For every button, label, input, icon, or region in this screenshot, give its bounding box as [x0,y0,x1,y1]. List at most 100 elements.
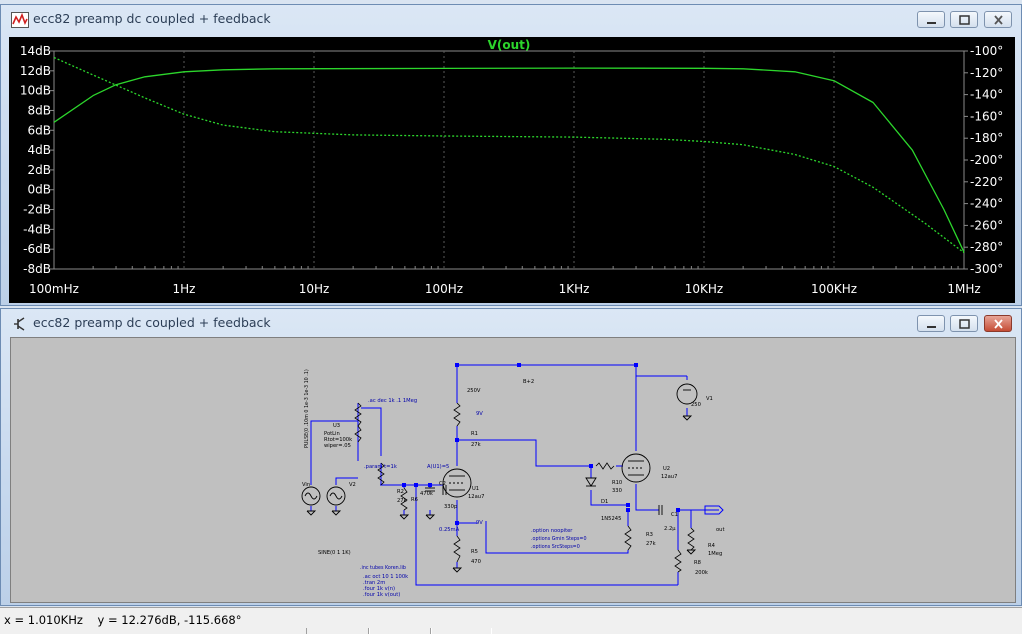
component-label[interactable]: .four 1k v(n) [363,586,395,592]
component-label[interactable]: .options Gmin Steps=0 [531,536,587,542]
plot-grid [50,50,968,270]
component-label[interactable]: 2.2µ [664,526,676,532]
plot-window-title: ecc82 preamp dc coupled + feedback [33,11,271,26]
component-label[interactable]: 12au7 [661,474,677,480]
component-label[interactable]: R8 [694,560,701,566]
component-label[interactable]: V1 [706,396,713,402]
y-left-tick-label: 4dB [28,143,51,157]
component-label[interactable]: 9V [476,520,483,526]
y-right-tick-label: -260° [970,218,1003,232]
trace-label[interactable]: V(out) [488,38,531,52]
component-label[interactable]: 0.25mA [439,527,460,533]
component-label[interactable]: 470 [471,559,481,565]
y-left-tick-label: 12dB [20,64,51,78]
y-right-tick-label: -120° [970,66,1003,80]
status-segment [306,628,370,634]
component-label[interactable]: .four 1k v(out) [363,592,400,598]
phase-series-line [53,56,965,254]
component-label[interactable]: R5 [471,549,478,555]
component-label[interactable]: .options SrcSteps=0 [531,544,580,550]
component-label[interactable]: 200k [695,570,708,576]
component-label[interactable]: SINE(0 1 1K) [318,550,351,556]
component-label[interactable]: 1N5245 [601,516,621,522]
component-label[interactable]: R3 [646,532,653,538]
component-label[interactable]: R4 [708,543,716,549]
y-left-tick-label: -6dB [23,242,51,256]
component-label[interactable]: PULSE(0 .10m 0 1e-3 1e-3 10 .1) [304,369,310,448]
y-right-tick-label: -240° [970,197,1003,211]
minimize-button[interactable] [917,11,945,28]
plot-window[interactable]: ecc82 preamp dc coupled + feedback 100mH… [0,4,1022,306]
minimize-icon [927,326,936,328]
component-label[interactable]: 1Meg [708,551,722,557]
status-bar: x = 1.010KHz y = 12.276dB, -115.668° [0,607,1022,634]
component-label[interactable]: 12au7 [468,494,484,500]
component-label[interactable]: 250 [691,402,701,408]
component-label[interactable]: R2 [397,489,404,495]
component-label[interactable]: .param t=1k [364,464,397,470]
component-label[interactable]: 330p [444,504,458,510]
component-label[interactable]: A(U1)=5 [427,464,449,470]
component-label[interactable]: U2 [663,466,670,472]
y-right-tick-label: -100° [970,44,1003,58]
status-segment [430,628,492,634]
component-label[interactable]: 9V [476,411,483,417]
transistor-icon [14,317,25,331]
component-label[interactable]: Vin [302,482,310,488]
component-label[interactable]: Rtot=100k [324,437,352,443]
component-label[interactable]: .ac oct 10 1 100k [363,574,408,580]
component-label[interactable]: .option noopiter [531,528,573,534]
component-label[interactable]: 470k [420,491,433,497]
maximize-button[interactable] [950,11,978,28]
y-right-tick-label: -180° [970,131,1003,145]
source-symbols [301,383,698,506]
component-label[interactable]: .tran 2m [363,580,385,586]
component-label[interactable]: .inc tubes Koren.lib [360,565,406,571]
x-tick-label: 100KHz [811,282,857,296]
component-label[interactable]: R1 [471,431,478,437]
component-label[interactable]: B+2 [523,379,534,385]
plot-series [53,56,965,254]
x-tick-label: 1Hz [173,282,196,296]
component-label[interactable]: wiper=.05 [324,443,351,449]
close-icon [994,15,1003,25]
y-left-tick-label: -8dB [23,262,51,276]
component-label[interactable]: 330 [612,488,622,494]
component-label[interactable]: R6 [411,497,418,503]
cursor-readout: x = 1.010KHz y = 12.276dB, -115.668° [4,613,242,627]
y-right-tick-label: -140° [970,88,1003,102]
ground-symbols [306,415,697,573]
component-label[interactable]: U3 [333,423,340,429]
component-label[interactable]: 27k [646,541,656,547]
component-label[interactable]: 250V [467,388,481,394]
y-left-tick-label: -2dB [23,203,51,217]
plot-window-titlebar[interactable]: ecc82 preamp dc coupled + feedback [1,5,1021,35]
minimize-button[interactable] [917,315,945,332]
maximize-button[interactable] [950,315,978,332]
component-label[interactable]: 27k [397,498,407,504]
minimize-icon [927,22,936,24]
schematic-window[interactable]: ecc82 preamp dc coupled + feedback [0,308,1022,606]
component-label[interactable]: out [716,527,725,533]
y-right-tick-label: -200° [970,153,1003,167]
component-label[interactable]: R10 [612,480,622,486]
y-right-tick-label: -280° [970,240,1003,254]
component-label[interactable]: C2 [439,481,446,487]
component-label[interactable]: V2 [349,482,356,488]
component-label[interactable]: U1 [472,486,479,492]
close-button[interactable] [984,315,1012,332]
component-label[interactable]: 27k [471,442,481,448]
component-label[interactable]: C1 [671,512,678,518]
x-tick-label: 10KHz [685,282,723,296]
restore-icon [959,319,970,329]
component-label[interactable]: D1 [601,499,608,505]
component-label[interactable]: .ac dec 1k .1 1Meg [368,398,417,404]
component-label[interactable]: PotLin [324,431,340,437]
close-button[interactable] [984,11,1012,28]
schematic-window-titlebar[interactable]: ecc82 preamp dc coupled + feedback [1,309,1021,339]
resistor-symbols [354,402,695,573]
tube-symbols [442,453,651,498]
y-left-tick-label: 2dB [28,163,51,177]
